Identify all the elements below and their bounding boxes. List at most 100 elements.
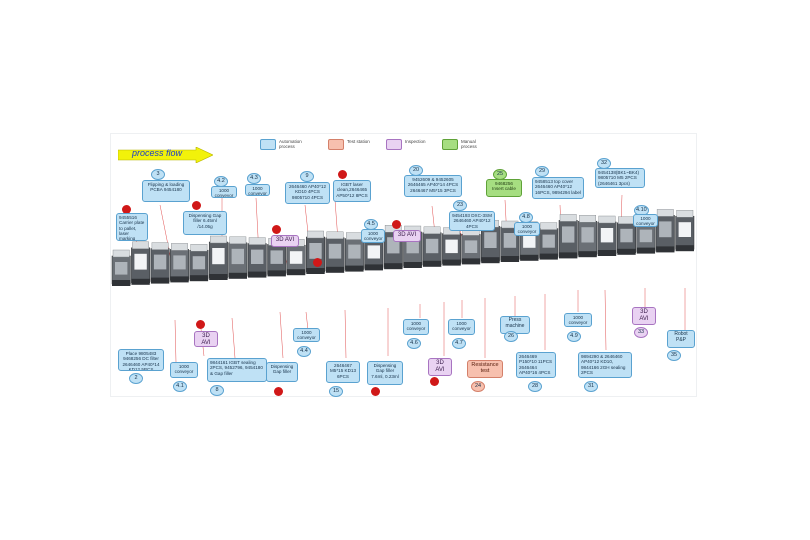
station-number: 31 xyxy=(584,381,598,392)
station-4-9-label: 1000 conveyor xyxy=(564,313,592,327)
station-4-10-label: 1000 conveyor xyxy=(633,214,658,227)
marker-dot xyxy=(430,377,439,386)
marker-dot xyxy=(338,170,347,179)
marker-dot xyxy=(371,387,380,396)
legend-automation-swatch xyxy=(260,139,276,150)
marker-dot xyxy=(192,201,201,210)
process-flow-arrow: process flow xyxy=(117,146,214,164)
machine-module xyxy=(208,235,228,280)
marker-dot xyxy=(274,387,283,396)
marker-dot xyxy=(392,220,401,229)
machine-module xyxy=(111,249,131,286)
station-number: 9 xyxy=(300,171,314,182)
legend-inspection-label: Inspection xyxy=(405,139,426,144)
station-9-label: 2646460 AP40*12 KD10 4PCS 9805710 4PCS xyxy=(285,182,330,204)
machine-module xyxy=(461,228,481,265)
machine-module xyxy=(578,214,598,258)
legend-automation: Automation process xyxy=(260,139,309,150)
station-number: 28 xyxy=(528,381,542,392)
station-4-7-label: 1000 conveyor xyxy=(448,319,475,335)
legend-test: Test station xyxy=(328,139,370,150)
station-8-label: 9844161 IGBT sealing 2PCS, 9452796, 9454… xyxy=(207,358,267,382)
marker-dot xyxy=(313,258,322,267)
station-carrier-label: 9455516 Carrier plate to pallet, laser m… xyxy=(116,213,148,241)
station-15-label: 2646467 M5*15 KD13 6PCS xyxy=(326,361,360,383)
marker-dot xyxy=(122,205,131,214)
station-4-8-label: 1000 conveyor xyxy=(514,222,540,236)
machine-module xyxy=(422,226,442,267)
station-3d-avi: 3D AVI xyxy=(632,307,656,325)
station-number: 24 xyxy=(471,381,485,392)
station-number: 4.4 xyxy=(297,346,311,357)
station-dispensing-2-label: Dispensing Gap filler xyxy=(266,362,298,382)
station-4-3-label: 1000 conveyor xyxy=(245,184,270,196)
process-flow-label: process flow xyxy=(132,148,183,158)
station-number: 4.3 xyxy=(247,173,261,184)
station-3d-avi: 3D AVI xyxy=(428,358,452,376)
station-29-label: 9458513 top cover 2646460 AP40*12 16PCS,… xyxy=(532,177,584,199)
station-dispensing-1-label: Dispensing Gap filler 6.45ml /14.05g xyxy=(183,211,227,235)
station-25-label: 9468256 Insert cable xyxy=(486,179,522,197)
station-dispensing-3-label: Dispensing Gap filler 7.6ml, 0.23ml xyxy=(367,361,403,385)
legend-inspection: Inspection xyxy=(386,139,426,150)
machine-module xyxy=(442,227,462,266)
station-number: 2 xyxy=(129,373,143,384)
legend-test-label: Test station xyxy=(347,139,370,144)
station-4-4-label: 1000 conveyor xyxy=(293,328,320,342)
station-24-label: Resistance test xyxy=(467,360,503,378)
station-number: 23 xyxy=(453,200,467,211)
station-number: 4.7 xyxy=(452,338,466,349)
machine-module xyxy=(558,214,578,259)
legend-manual-swatch xyxy=(442,139,458,150)
station-number: 26 xyxy=(504,331,518,342)
station-number: 8 xyxy=(210,385,224,396)
station-23-label: 9454193 DXC-3SM 2646460 AP40*12 4PCS xyxy=(449,211,495,231)
machine-module xyxy=(539,222,559,260)
marker-dot xyxy=(272,225,281,234)
station-3d-avi: 3D AVI xyxy=(271,235,299,247)
station-4-1-label: 1000 conveyor xyxy=(170,362,198,378)
machine-module xyxy=(617,216,636,255)
station-3d-avi: 3D AVI xyxy=(393,230,421,242)
station-number: 4.6 xyxy=(407,338,421,349)
station-4-6-label: 1000 conveyor xyxy=(403,319,429,335)
station-number: 4.9 xyxy=(567,331,581,342)
arrow-shape xyxy=(117,146,214,164)
station-32-label: 9454138(BK1~BK4) 9805710 M5 2PCS (264646… xyxy=(595,168,645,188)
machine-module xyxy=(228,236,248,279)
marker-dot xyxy=(196,320,205,329)
legend-inspection-swatch xyxy=(386,139,402,150)
legend-manual-label: Manual process xyxy=(461,139,477,149)
machine-module xyxy=(344,232,364,272)
station-31-label: 9894290 & 2646460 AP40*12 KD10, 9844166 … xyxy=(578,352,632,378)
machine-module xyxy=(189,243,209,282)
station-3-label: Flipping & loading PCBA 9454180 xyxy=(142,180,190,202)
legend-manual: Manual process xyxy=(442,139,489,150)
station-4-2-label: 1000 conveyor xyxy=(211,186,237,198)
machine-module xyxy=(306,230,325,274)
station-20-label: 9452609 & 9452605 2646465 AP40*14 4PCS 2… xyxy=(404,175,462,197)
station-35-label: Robot P&P xyxy=(667,330,695,348)
station-number: 33 xyxy=(634,327,648,338)
station-3d-avi: 3D AVI xyxy=(194,331,218,347)
machine-module xyxy=(131,241,151,285)
station-28-label: 2646469 P150*10 11PCS 2646464 AP40*16 4P… xyxy=(516,352,556,378)
station-number: 3 xyxy=(151,169,165,180)
station-igbt-clean-label: IGBT laser clean,2646465 AP50*12 8PCS xyxy=(333,180,371,202)
station-number: 35 xyxy=(667,350,681,361)
machine-module xyxy=(247,237,267,278)
legend-automation-label: Automation process xyxy=(279,139,302,149)
machine-module xyxy=(325,231,345,273)
station-number: 15 xyxy=(329,386,343,397)
machine-module xyxy=(655,209,675,253)
legend-test-swatch xyxy=(328,139,344,150)
station-4-5-label: 1000 conveyor xyxy=(361,229,385,243)
machine-module xyxy=(675,209,695,252)
station-number: 4.1 xyxy=(173,381,187,392)
machine-module xyxy=(170,243,189,283)
station-2-label: Place 9805483 9468256 DC filter 2646460 … xyxy=(118,349,164,371)
machine-module xyxy=(597,215,617,256)
machine-module xyxy=(150,242,170,284)
station-number: 29 xyxy=(535,166,549,177)
